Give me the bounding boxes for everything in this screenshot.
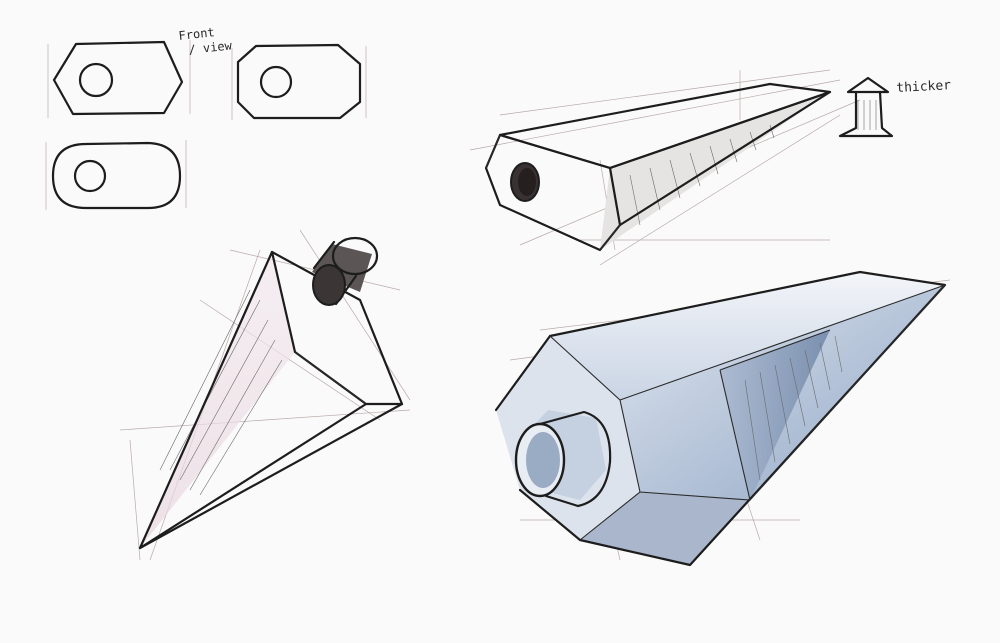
pyramid-sketch	[119, 229, 411, 561]
prism-sketch-horizontal	[469, 69, 861, 266]
annotation-thicker: thicker	[895, 78, 952, 96]
rendered-bottle	[494, 270, 951, 567]
front-view-octagon	[231, 43, 367, 120]
front-view-rounded	[45, 140, 187, 210]
front-view-hexagon	[47, 40, 191, 118]
thicker-arrow-sketch	[838, 76, 894, 138]
